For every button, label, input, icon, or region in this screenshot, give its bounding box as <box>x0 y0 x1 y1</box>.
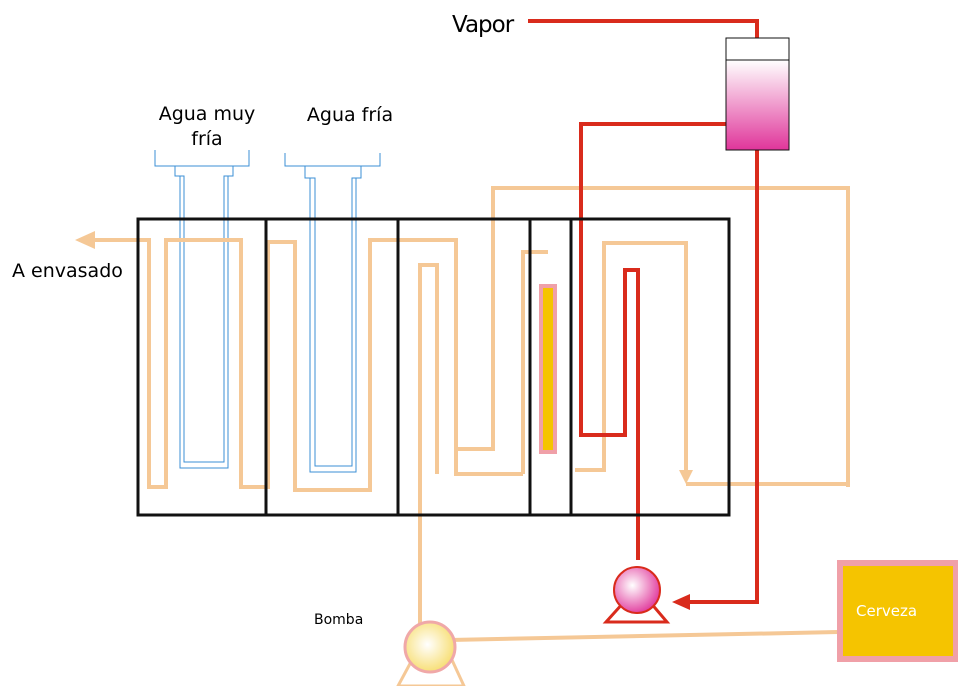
agua-fria-label: Agua fría <box>307 104 393 126</box>
steam-arrow-to-pump <box>672 594 690 610</box>
bomba-label: Bomba <box>314 612 363 628</box>
beer-arrow-to-envasado <box>75 231 95 249</box>
pasteurizer-tank <box>136 217 731 517</box>
vapor-label: Vapor <box>452 12 515 38</box>
a-envasado-label: A envasado <box>12 260 123 282</box>
agua-fria-tube <box>284 153 381 473</box>
beer-arrow-down <box>679 470 693 484</box>
cerveza-tank: Cerveza <box>837 560 958 662</box>
agua-muy-fria-tube <box>154 150 250 469</box>
agua-muy-fria-label-line1: Agua muy <box>159 103 256 125</box>
heat-exchanger-plate <box>539 284 557 454</box>
beer-line <box>93 186 850 655</box>
steam-pump <box>602 566 671 624</box>
steam-vessel <box>725 37 790 151</box>
bomba-pump <box>396 620 466 686</box>
cerveza-label: Cerveza <box>856 602 917 620</box>
agua-muy-fria-label-line2: fría <box>191 128 222 150</box>
